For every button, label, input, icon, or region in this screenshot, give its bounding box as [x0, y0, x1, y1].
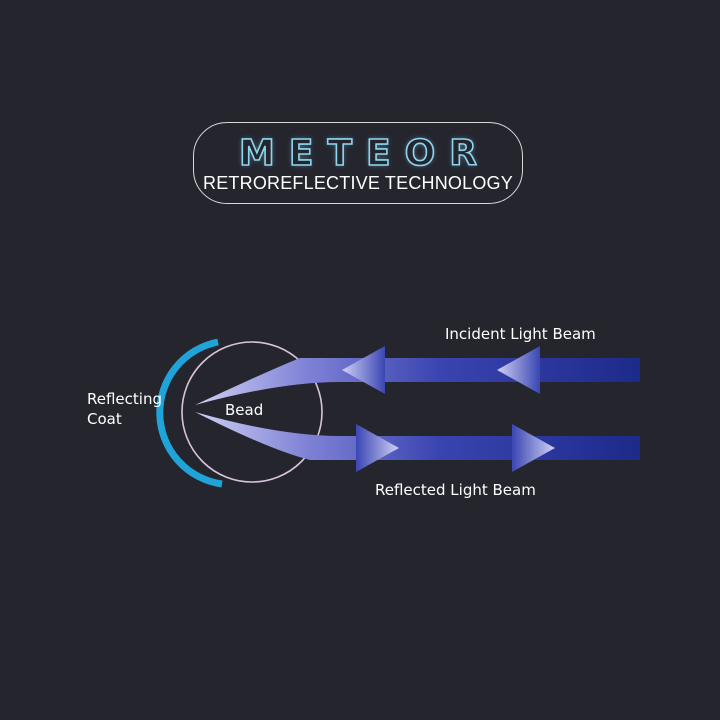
reflecting-coat-label-line1: Reflecting: [87, 390, 162, 408]
logo-badge: METEOR RETROREFLECTIVE TECHNOLOGY: [193, 122, 523, 204]
incident-beam-label: Incident Light Beam: [445, 325, 596, 343]
reflecting-coat-label-line2: Coat: [87, 410, 122, 428]
incident-arrowhead-2: [497, 346, 540, 394]
bead-circle: [181, 341, 323, 483]
brand-logo: METEOR: [238, 132, 491, 175]
incident-arrowhead-1: [342, 346, 385, 394]
bead-label: Bead: [225, 401, 264, 419]
reflected-beam-label: Reflected Light Beam: [375, 481, 536, 499]
reflecting-coat-arc: [156, 338, 223, 488]
incident-beam: [195, 358, 640, 405]
logo-tagline: RETROREFLECTIVE TECHNOLOGY: [203, 173, 513, 193]
reflected-arrowhead-2: [512, 424, 555, 472]
reflected-arrowhead-1: [356, 424, 399, 472]
